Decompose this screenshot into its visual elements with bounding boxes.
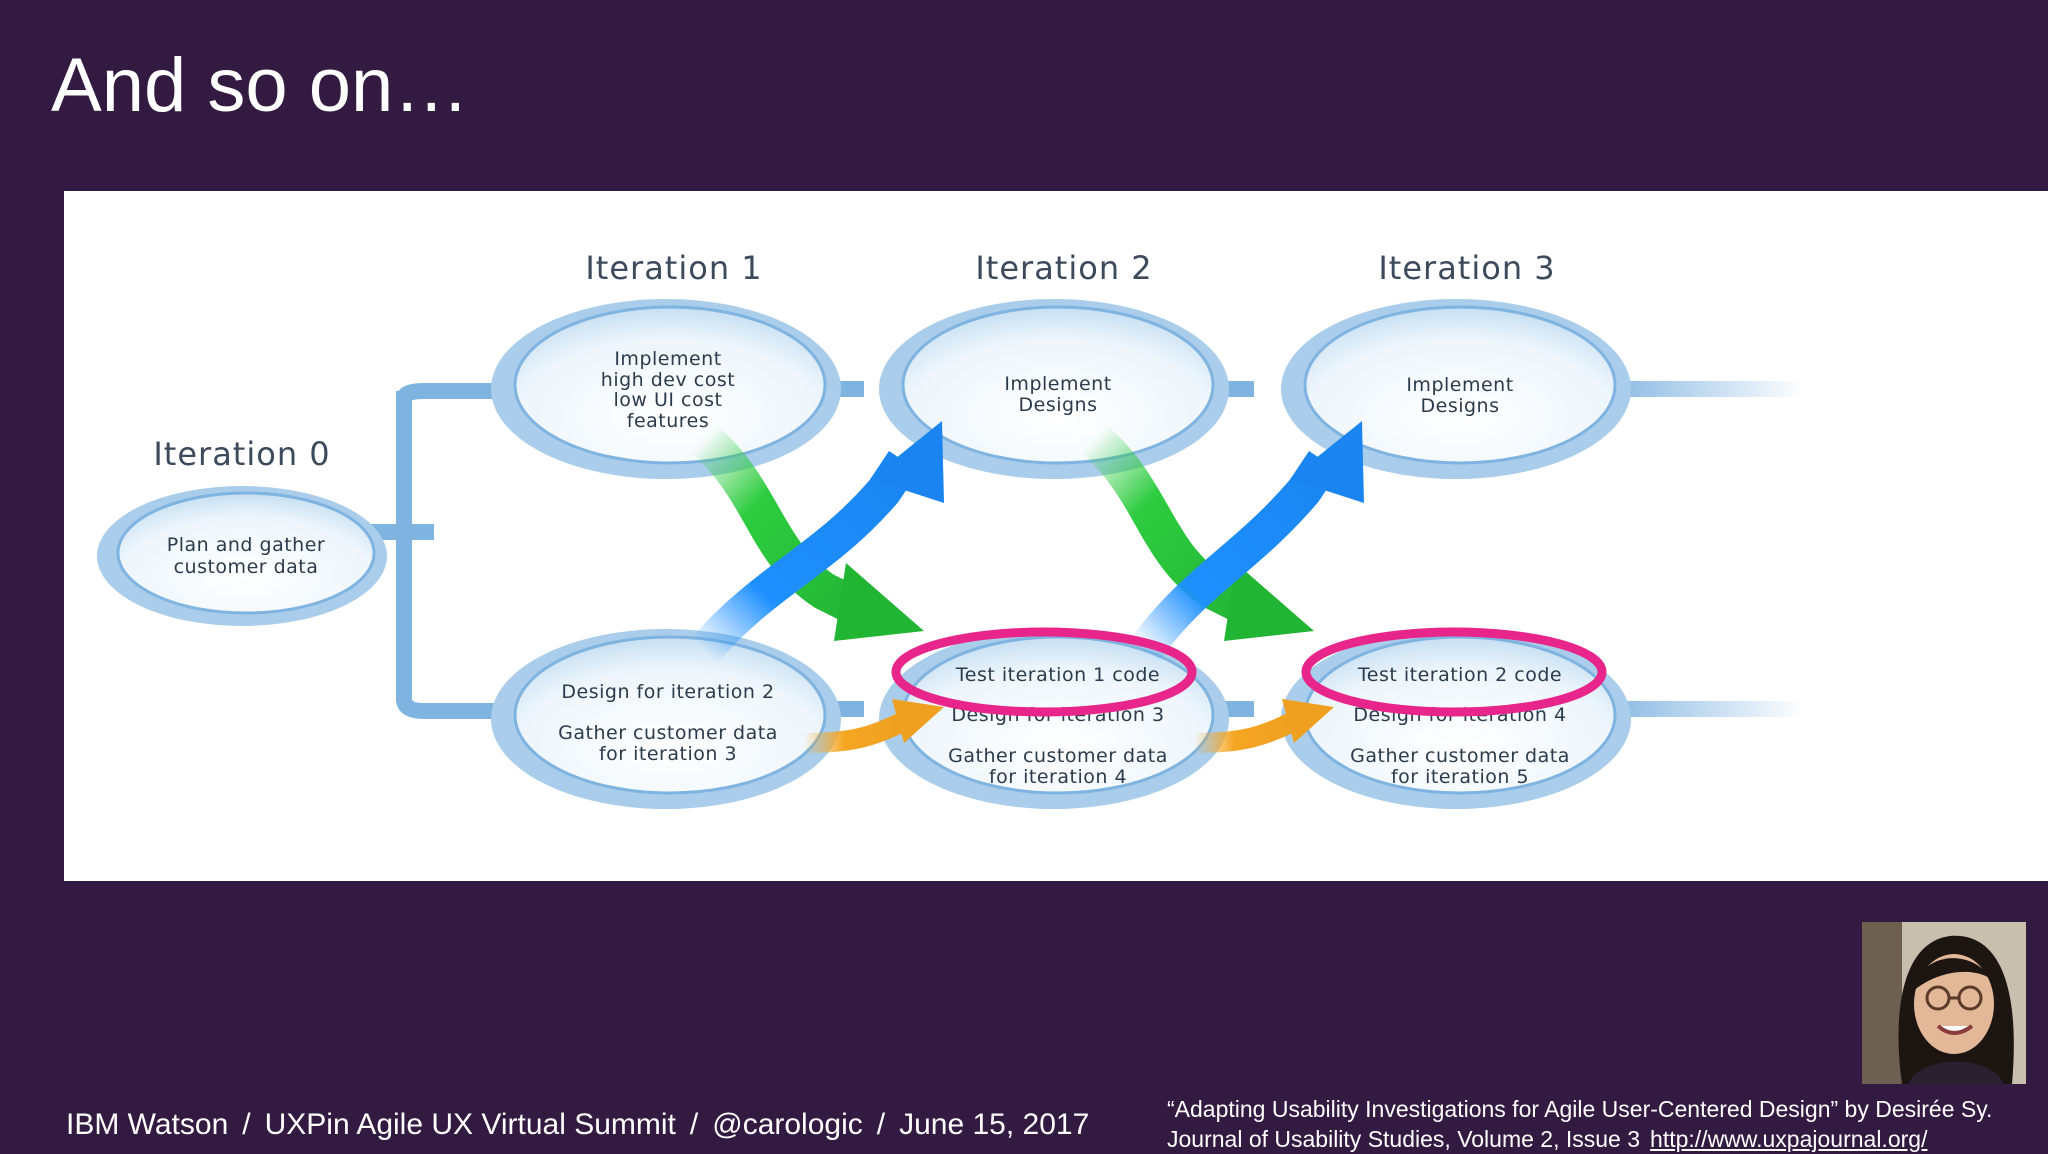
svg-text:Design for iteration 2: Design for iteration 2 — [561, 681, 774, 703]
blue-arrow-2 — [1129, 451, 1339, 662]
green-arrow-1 — [691, 424, 873, 628]
blue-arrow-1-head — [870, 421, 944, 503]
orange-arrow-2 — [1193, 712, 1299, 753]
svg-text:Gather customer data: Gather customer data — [558, 722, 778, 744]
svg-text:Implement: Implement — [1004, 373, 1111, 395]
slide-title: And so on… — [51, 43, 470, 128]
svg-text:Designs: Designs — [1019, 394, 1098, 416]
svg-text:Gather customer data: Gather customer data — [1350, 745, 1570, 767]
footer-date: June 15, 2017 — [899, 1108, 1090, 1141]
citation: “Adapting Usability Investigations for A… — [1167, 1094, 1992, 1154]
svg-text:Plan and gather: Plan and gather — [167, 534, 325, 556]
orange-arrow-2-head — [1282, 699, 1334, 743]
highlight-test-iteration-2 — [1301, 627, 1607, 717]
footer-credits: IBM Watson / UXPin Agile UX Virtual Summit… — [66, 1108, 1089, 1142]
citation-journal: Journal of Usability Studies, Volume 2, … — [1167, 1126, 1641, 1152]
pipe-bottom-out — [1594, 701, 1804, 717]
svg-text:low UI cost: low UI cost — [614, 389, 723, 411]
node-iteration-2-top: Implement Designs — [879, 299, 1229, 479]
svg-text:Implement: Implement — [614, 348, 721, 370]
green-arrow-1-head — [834, 563, 924, 641]
diagram-panel: Iteration 0 Iteration 1 Iteration 2 Iter… — [64, 191, 2048, 881]
svg-text:Test iteration 2 code: Test iteration 2 code — [1357, 664, 1562, 686]
node-iteration-1-bottom: Design for iteration 2 Gather customer d… — [491, 629, 841, 809]
green-arrow-2-head — [1224, 563, 1314, 641]
footer-org: IBM Watson — [66, 1108, 229, 1141]
citation-source: Journal of Usability Studies, Volume 2, … — [1167, 1124, 1992, 1154]
node-iteration-0: Plan and gather customer data — [97, 486, 387, 626]
svg-text:Gather customer data: Gather customer data — [948, 745, 1168, 767]
iteration-0-label: Iteration 0 — [153, 435, 330, 473]
node-iteration-1-top: Implement high dev cost low UI cost feat… — [491, 299, 841, 479]
blue-arrow-2-head — [1290, 421, 1364, 503]
iteration-diagram: Iteration 0 Iteration 1 Iteration 2 Iter… — [97, 249, 1804, 809]
footer-separator: / — [689, 1108, 699, 1141]
svg-text:for iteration 5: for iteration 5 — [1391, 766, 1529, 788]
orange-arrows — [803, 699, 1334, 753]
citation-title: “Adapting Usability Investigations for A… — [1167, 1096, 1993, 1122]
pipe-bottom-branch — [396, 698, 504, 719]
node-iteration-3-bottom: Test iteration 2 code Design for iterati… — [1281, 629, 1631, 809]
svg-text:Designs: Designs — [1421, 395, 1500, 417]
footer-separator: / — [242, 1108, 251, 1141]
iteration-2-label: Iteration 2 — [975, 249, 1152, 287]
pipe-top-out — [1594, 381, 1804, 397]
footer-handle: @carologic — [712, 1108, 863, 1141]
citation-link[interactable]: http://www.uxpajournal.org/ — [1650, 1126, 1928, 1152]
iteration-1-label: Iteration 1 — [585, 249, 762, 287]
speaker-photo — [1862, 922, 2026, 1084]
svg-text:for iteration 3: for iteration 3 — [599, 743, 737, 765]
blue-arrows — [690, 421, 1364, 663]
orange-arrow-1-head — [892, 699, 944, 743]
svg-text:Test iteration 1 code: Test iteration 1 code — [955, 664, 1160, 686]
svg-text:high dev cost: high dev cost — [601, 369, 735, 391]
blue-arrow-1 — [690, 451, 919, 663]
footer-separator: / — [876, 1108, 886, 1141]
svg-text:customer data: customer data — [174, 556, 319, 578]
footer-event: UXPin Agile UX Virtual Summit — [264, 1108, 676, 1141]
highlight-test-iteration-1 — [891, 627, 1197, 717]
svg-text:features: features — [627, 410, 710, 432]
svg-text:for iteration 4: for iteration 4 — [989, 766, 1127, 788]
iteration-3-label: Iteration 3 — [1378, 249, 1555, 287]
node-iteration-3-top: Implement Designs — [1281, 299, 1631, 479]
orange-arrow-1 — [803, 712, 909, 753]
svg-text:Implement: Implement — [1406, 374, 1513, 396]
pipe-top-branch — [396, 383, 504, 402]
